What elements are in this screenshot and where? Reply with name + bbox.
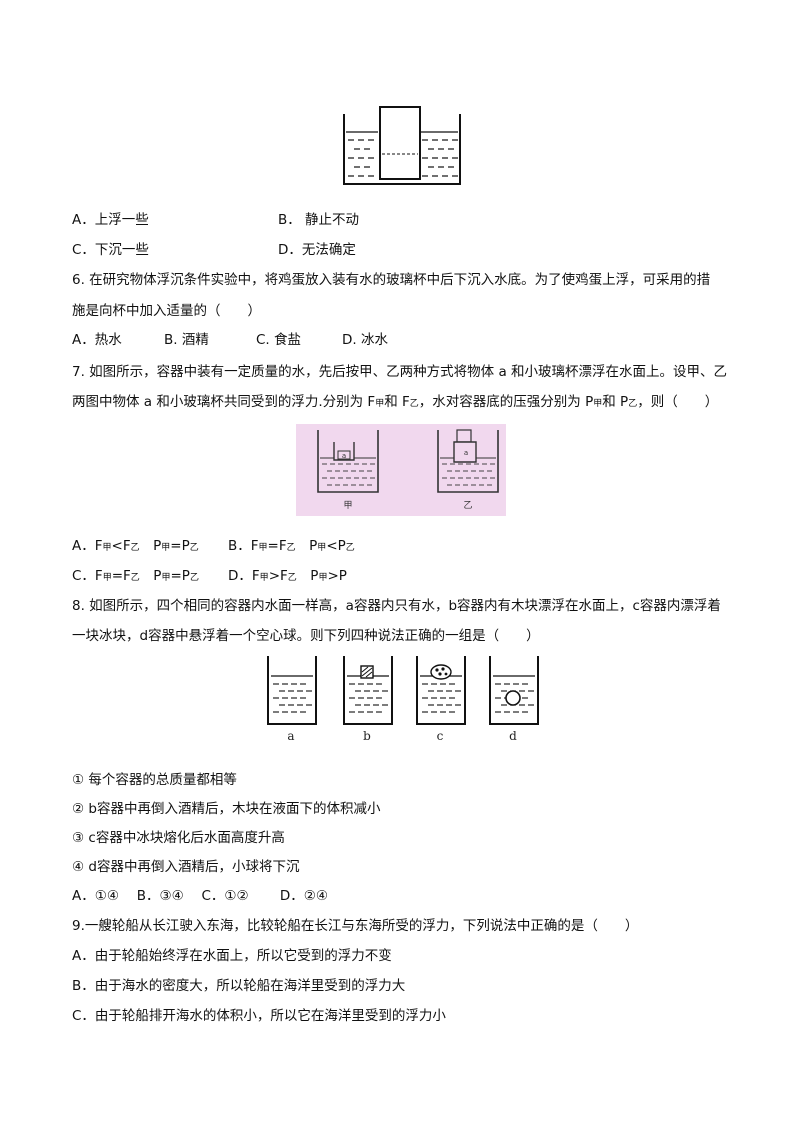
q8-stem-line1: 8. 如图所示，四个相同的容器内水面一样高，a容器内只有水，b容器内有木块漂浮在… xyxy=(72,598,721,614)
q8-container-d xyxy=(489,656,539,725)
q5-beaker-figure xyxy=(343,106,461,185)
q8-statement-4: ④ d容器中再倒入酒精后，小球将下沉 xyxy=(72,859,300,875)
q6-option-c: C. 食盐 xyxy=(256,332,302,348)
q8-statement-2: ② b容器中再倒入酒精后，木块在液面下的体积减小 xyxy=(72,801,381,817)
q8-label-a: a xyxy=(287,729,294,743)
q6-option-b: B. 酒精 xyxy=(164,332,209,348)
q5-option-a: A．上浮一些 xyxy=(72,212,149,228)
q6-option-d: D. 冰水 xyxy=(342,332,388,348)
q7-option-b: B．F甲=F乙 P甲<P乙 xyxy=(228,538,355,554)
q8-water-c xyxy=(422,683,461,713)
q8-label-d: d xyxy=(509,729,517,743)
q9-option-b: B．由于海水的密度大，所以轮船在海洋里受到的浮力大 xyxy=(72,978,406,994)
q7-figure-label-right: 乙 xyxy=(463,500,472,511)
q8-container-c xyxy=(416,656,466,725)
q6-option-a: A．热水 xyxy=(72,332,122,348)
q8-statement-3: ③ c容器中冰块熔化后水面高度升高 xyxy=(72,830,285,846)
q5-option-c: C．下沉一些 xyxy=(72,242,149,258)
q8-statement-1: ① 每个容器的总质量都相等 xyxy=(72,772,237,788)
q9-stem: 9.一艘轮船从长江驶入东海，比较轮船在长江与东海所受的浮力，下列说法中正确的是（… xyxy=(72,918,639,934)
q8-containers-figure: a b c d xyxy=(267,656,539,743)
q8-label-b: b xyxy=(363,729,371,743)
q7-stem-line1: 7. 如图所示，容器中装有一定质量的水，先后按甲、乙两种方式将物体 a 和小玻璃… xyxy=(72,364,728,380)
q7-option-c: C．F甲=F乙 P甲=P乙 xyxy=(72,568,199,584)
q5-option-b: B． 静止不动 xyxy=(278,212,360,228)
q8-options: A．①④ B．③④ C．①② D．②④ xyxy=(72,888,329,904)
q7-cups-figure: a 甲 a 乙 xyxy=(296,424,506,516)
q8-water-b xyxy=(349,683,388,713)
q7-figure-label-left: 甲 xyxy=(343,500,352,511)
q8-stem-line2: 一块冰块，d容器中悬浮着一个空心球。则下列四种说法正确的一组是（ ） xyxy=(72,628,540,644)
q7-object-label-right: a xyxy=(464,449,468,457)
q7-object-label-left: a xyxy=(342,452,346,460)
q6-stem-line1: 6. 在研究物体浮沉条件实验中，将鸡蛋放入装有水的玻璃杯中后下沉入水底。为了使鸡… xyxy=(72,272,711,288)
q9-option-a: A．由于轮船始终浮在水面上，所以它受到的浮力不变 xyxy=(72,948,392,964)
q8-container-a xyxy=(267,656,317,725)
q8-label-c: c xyxy=(437,729,444,743)
q8-container-b xyxy=(343,656,393,725)
q5-option-d: D．无法确定 xyxy=(278,242,356,258)
q7-option-a: A．F甲<F乙 P甲=P乙 xyxy=(72,538,199,554)
q7-option-d: D．F甲>F乙 P甲>P xyxy=(228,568,347,584)
q7-stem-line2: 两图中物体 a 和小玻璃杯共同受到的浮力.分别为 F甲和 F乙，水对容器底的压强… xyxy=(72,394,719,410)
q9-option-c: C．由于轮船排开海水的体积小，所以它在海洋里受到的浮力小 xyxy=(72,1008,446,1024)
q8-water-a xyxy=(273,683,312,713)
q6-stem-line2: 施是向杯中加入适量的（ ） xyxy=(72,303,261,319)
